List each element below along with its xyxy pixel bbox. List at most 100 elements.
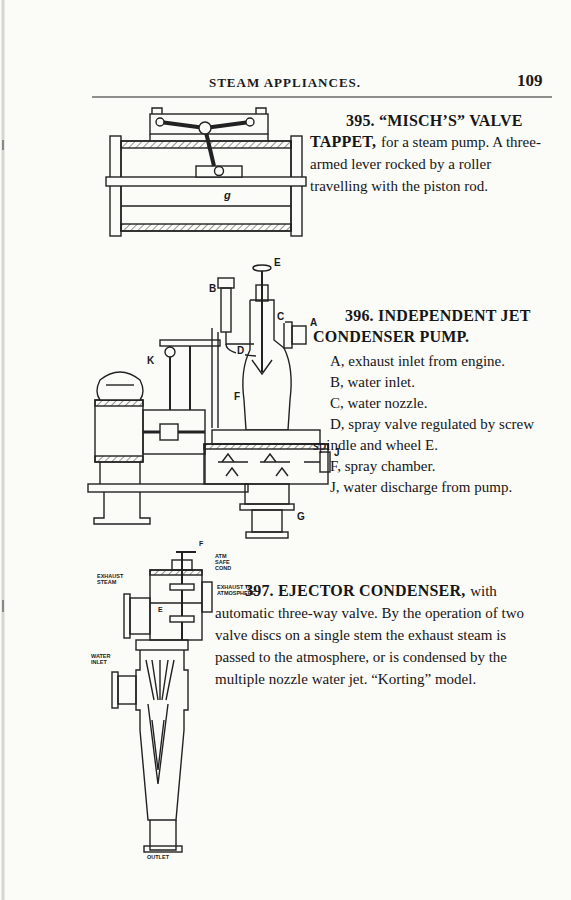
ejector-condenser-figure-part <box>170 584 194 590</box>
key-entry: C, water nozzle. <box>313 393 547 414</box>
ejector-condenser-figure-part <box>130 598 150 634</box>
key-entry: A, exhaust inlet from engine. <box>313 351 547 372</box>
caption-heading: 397. EJECTOR CONDENSER, <box>245 582 465 599</box>
callout-letter: F <box>198 540 204 547</box>
key-entry: J, water discharge from pump. <box>313 477 547 498</box>
jet-condenser-pump-figure-part <box>245 484 289 504</box>
valve-tappet-figure-part <box>121 141 291 148</box>
page-number: 109 <box>517 71 543 91</box>
jet-condenser-pump-figure-part <box>243 350 250 430</box>
jet-condenser-pump-figure-part <box>94 492 150 524</box>
ejector-condenser-figure <box>112 552 212 852</box>
jet-condenser-pump-figure-part <box>250 300 284 348</box>
ejector-condenser-figure-part <box>150 570 202 640</box>
callout-letter: B <box>208 284 217 295</box>
valve-tappet-figure-part <box>267 134 268 141</box>
callout-letter: C <box>276 312 285 323</box>
jet-condenser-pump-figure-part <box>204 444 328 449</box>
jet-condenser-pump-figure-part <box>106 384 134 385</box>
port-label: ATM SAFE COND <box>214 554 234 571</box>
ejector-condenser-figure-part <box>124 594 130 638</box>
jet-condenser-pump-figure-part <box>284 348 291 430</box>
port-label: EXHAUST STEAM <box>96 574 126 586</box>
ejector-condenser-figure-part <box>150 602 202 603</box>
callout-letter: E <box>157 606 164 613</box>
valve-tappet-figure-part <box>156 118 164 126</box>
jet-condenser-pump-figure-part <box>95 456 143 462</box>
valve-tappet-figure <box>106 108 306 236</box>
page-edge <box>3 0 4 900</box>
jet-condenser-pump-figure-part <box>261 271 263 372</box>
callout-letter: A <box>309 318 318 329</box>
jet-condenser-pump-figure-part <box>320 452 330 472</box>
jet-condenser-pump-figure-part <box>218 278 234 288</box>
ejector-condenser-figure-part <box>146 660 174 700</box>
header-rule-part <box>92 96 552 97</box>
jet-condenser-pump-figure-part <box>204 444 328 484</box>
running-head: STEAM APPLIANCES. <box>150 75 420 91</box>
ejector-condenser-figure-part <box>136 640 188 650</box>
ejector-condenser-figure-part <box>172 560 192 570</box>
jet-condenser-pump-figure-part <box>252 510 282 532</box>
callout-letter: D <box>236 346 245 357</box>
figure-caption: 396. INDEPENDENT JET CONDENSER PUMP. A, e… <box>313 305 547 498</box>
ejector-condenser-figure-part <box>144 846 182 852</box>
jet-condenser-pump-figure-part <box>222 454 276 462</box>
ejector-condenser-figure-part <box>148 704 168 784</box>
ejector-condenser-figure-part <box>150 570 202 575</box>
valve-tappet-figure-part <box>246 118 254 126</box>
valve-tappet-figure-part <box>199 122 211 134</box>
key-entry: D, spray valve regulated by screw spindl… <box>313 414 547 456</box>
jet-condenser-pump-figure-part <box>249 300 250 350</box>
jet-condenser-pump-figure-part <box>226 344 256 356</box>
jet-condenser-pump-figure-part <box>284 322 292 348</box>
jet-condenser-pump-figure-part <box>240 504 294 510</box>
port-label: WATER INLET <box>90 654 116 666</box>
jet-condenser-pump-figure <box>88 265 330 538</box>
valve-tappet-figure-part <box>215 167 224 176</box>
caption-heading: 396. INDEPENDENT JET CONDENSER PUMP. <box>313 305 547 347</box>
page-edge-part <box>2 140 4 150</box>
jet-condenser-pump-figure-part <box>221 288 231 332</box>
valve-tappet-figure-part <box>149 134 150 141</box>
jet-condenser-pump-figure-part <box>165 347 175 357</box>
ejector-condenser-figure-part <box>118 676 136 704</box>
valve-tappet-figure-part <box>196 166 242 177</box>
jet-condenser-pump-figure-part <box>246 532 288 538</box>
jet-condenser-pump-figure-part <box>226 468 288 476</box>
figure-caption: 397. EJECTOR CONDENSER,with automatic th… <box>215 580 549 690</box>
page-edge-part <box>2 0 5 900</box>
jet-condenser-pump-figure-part <box>160 340 220 346</box>
valve-tappet-figure-part <box>106 177 306 186</box>
jet-condenser-pump-figure-part <box>95 400 143 406</box>
page-edge-part <box>2 600 4 612</box>
ejector-condenser-figure-part <box>136 650 188 820</box>
jet-condenser-pump-figure-part <box>100 462 140 484</box>
jet-condenser-pump-figure-part <box>253 265 271 271</box>
key-entry: F, spray chamber. <box>313 456 547 477</box>
ejector-condenser-figure-part <box>176 551 196 553</box>
jet-condenser-pump-figure-part <box>204 444 205 484</box>
part-letter: g <box>223 190 232 202</box>
jet-condenser-pump-figure-part <box>256 285 268 301</box>
ejector-condenser-figure-part <box>112 672 118 708</box>
jet-condenser-pump-figure-part <box>189 346 191 410</box>
port-label: OUTLET <box>146 855 170 861</box>
valve-tappet-figure-part <box>121 224 291 231</box>
ejector-condenser-figure-part <box>152 720 164 770</box>
callout-letter: G <box>296 512 306 523</box>
jet-condenser-pump-figure-part <box>212 430 320 444</box>
callout-letter: F <box>233 392 241 403</box>
valve-tappet-figure-part <box>152 108 266 114</box>
valve-tappet-figure-part <box>150 114 268 134</box>
callout-letter: E <box>273 258 282 269</box>
jet-condenser-pump-figure-part <box>143 410 205 454</box>
jet-condenser-pump-figure-part <box>252 360 272 374</box>
jet-condenser-pump-figure-part <box>97 372 143 400</box>
figure-caption: 395. “MISCH’S” VALVE TAPPET,for a steam … <box>310 110 548 197</box>
jet-condenser-pump-figure-part <box>95 400 143 462</box>
ejector-condenser-figure-part <box>181 552 183 640</box>
ejector-condenser-figure-part <box>170 616 194 622</box>
ejector-condenser-figure-part <box>202 582 212 612</box>
jet-condenser-pump-figure-part <box>88 484 248 492</box>
